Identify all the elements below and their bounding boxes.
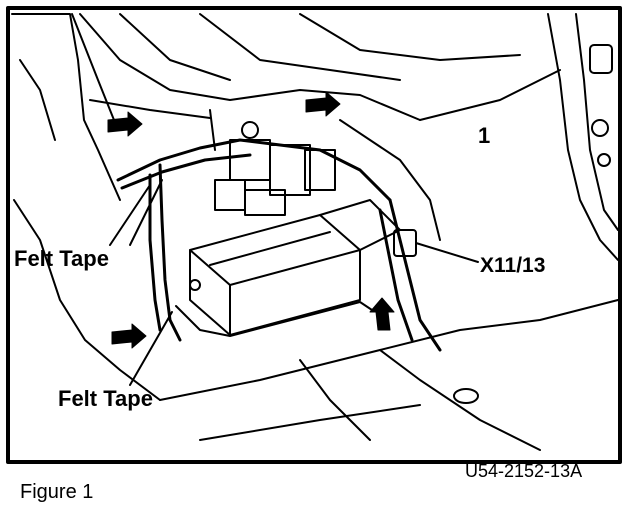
connector-x11-13 bbox=[393, 229, 479, 263]
label-felt-tape-lower: Felt Tape bbox=[58, 386, 153, 411]
arrow-4 bbox=[369, 297, 395, 331]
figure-caption: Figure 1 bbox=[20, 481, 94, 503]
label-component-number: 1 bbox=[478, 123, 491, 148]
label-connector: X11/13 bbox=[480, 254, 546, 277]
dashboard-underside bbox=[79, 13, 561, 121]
control-module bbox=[175, 199, 401, 337]
left-kick-panel bbox=[11, 13, 161, 401]
wiring-harness bbox=[116, 138, 442, 352]
direction-arrows bbox=[107, 91, 395, 349]
arrow-1 bbox=[107, 111, 143, 137]
label-felt-tape-upper: Felt Tape bbox=[14, 246, 109, 271]
relay-cluster bbox=[209, 109, 336, 216]
floor-panel bbox=[159, 119, 619, 451]
leader-lines bbox=[109, 179, 173, 386]
drawing-code: U54-2152-13A bbox=[465, 461, 583, 481]
illustration-frame bbox=[6, 6, 622, 464]
arrow-2 bbox=[305, 91, 341, 117]
arrow-3 bbox=[111, 323, 147, 349]
right-door-pillar bbox=[547, 13, 619, 261]
